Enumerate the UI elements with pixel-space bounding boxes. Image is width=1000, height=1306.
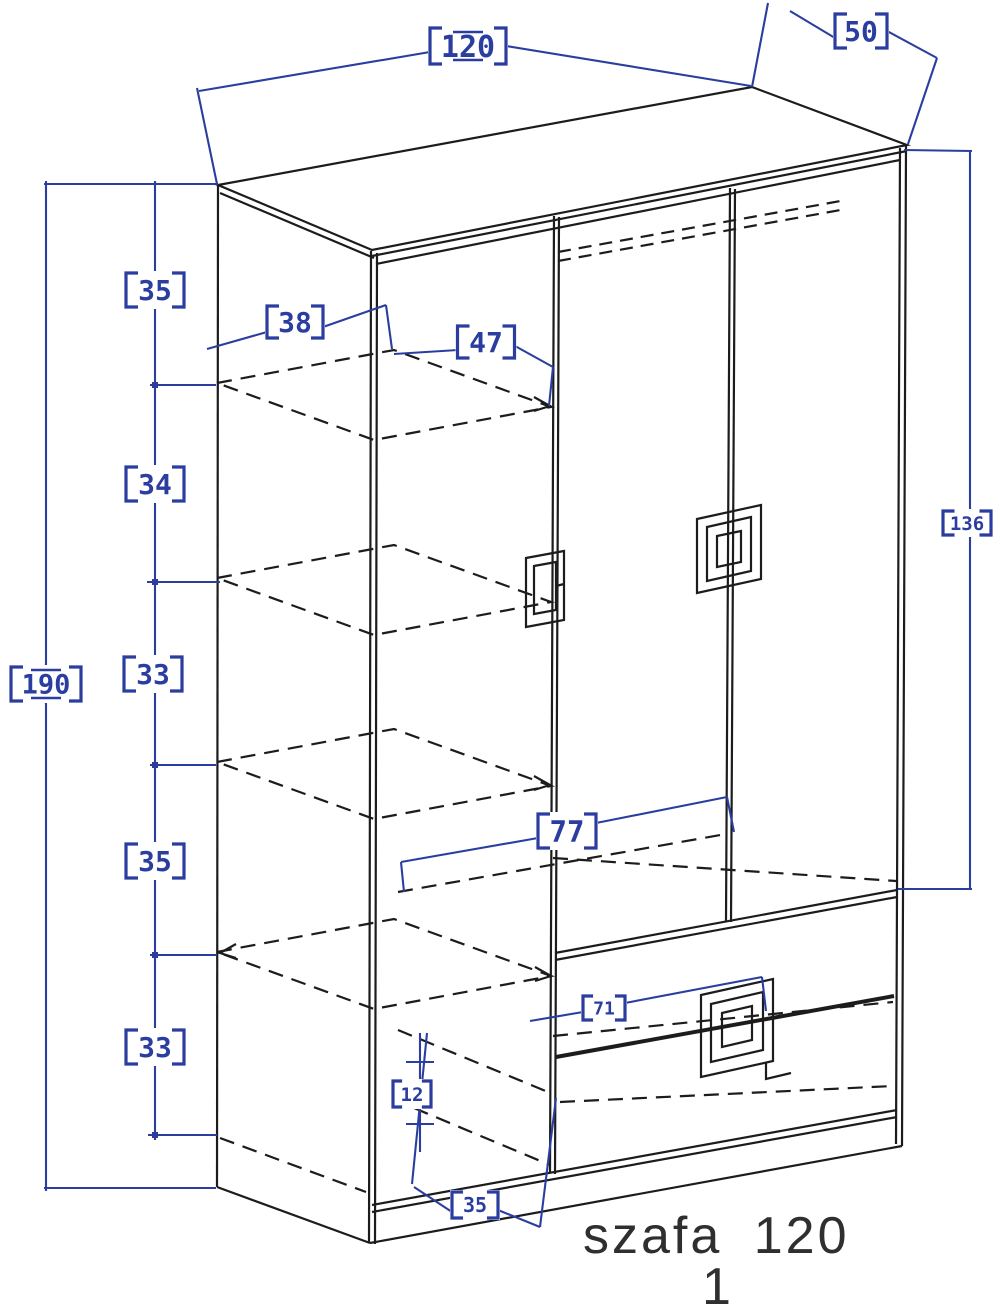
dimension-value-section-33-mid: 33 (136, 658, 170, 691)
dimension-value-shelf-depth-38: 38 (278, 306, 312, 339)
dimension-label-drawer-12: 12 (391, 1079, 433, 1109)
top-face-outline (214, 85, 912, 252)
dimension-label-section-33-mid: 33 (122, 655, 184, 693)
left-door-handle (524, 549, 566, 629)
chain-tick-dots (152, 382, 158, 1138)
drawer-71-leaders (529, 975, 768, 1023)
side-bottom-edge (216, 1185, 371, 1245)
shelf-1-hidden (212, 348, 556, 442)
dimension-label-opening-77: 77 (536, 812, 598, 850)
dimension-label-overall-width: 120 (428, 26, 508, 66)
dimension-value-overall-depth: 50 (844, 15, 878, 48)
left-chain-connectors (44, 182, 220, 1190)
dimension-value-overall-width: 120 (441, 30, 495, 65)
bottom-hidden-edges (219, 832, 897, 1194)
dimension-label-shelf-depth-38: 38 (265, 304, 325, 340)
dimension-value-section-34: 34 (138, 468, 172, 501)
handles (524, 503, 792, 1081)
top-front-edge-inner (371, 149, 908, 258)
dimension-value-overall-height: 190 (22, 670, 71, 701)
dimension-label-section-35-top: 35 (124, 271, 186, 309)
right-front-edge (894, 145, 908, 1147)
drawer-handle (699, 977, 792, 1081)
hidden-line-arrowheads (217, 396, 554, 983)
left-back-edge (215, 184, 220, 1188)
opening-77-leaders (399, 795, 736, 893)
shelf-above-drawer (554, 888, 898, 962)
side-top-edge-inner (219, 191, 375, 260)
dimension-value-drawer-71: 71 (593, 998, 615, 1019)
drawing-title: szafa 120 (583, 1207, 850, 1265)
dimension-value-drawer-12: 12 (401, 1084, 424, 1106)
dimension-value-interior-136: 136 (950, 513, 984, 535)
dimension-value-section-33-low: 33 (138, 1031, 172, 1064)
dimension-label-bottom-35: 35 (450, 1190, 500, 1220)
dimension-labels: 120 50 35 38 47 34 33 190 35 33 136 77 71 12 35 (9, 12, 993, 1220)
dimension-label-section-33-low: 33 (124, 1028, 186, 1066)
width-120-leaders (195, 2, 770, 185)
shelf-47-leaders (393, 345, 555, 407)
dimension-label-interior-136: 136 (941, 509, 993, 537)
hanging-rail-hidden (557, 198, 847, 263)
dimension-label-section-35-low: 35 (124, 842, 186, 880)
side-front-edge (367, 250, 379, 1245)
bottom-35-leaders (413, 1097, 558, 1228)
shelf-38-leaders (206, 304, 394, 351)
dimension-value-section-35-low: 35 (138, 845, 172, 878)
dimension-label-overall-depth: 50 (833, 12, 889, 50)
depth-50-leaders (789, 10, 938, 145)
dimension-label-section-34: 34 (124, 465, 186, 503)
floor-edge (369, 1144, 903, 1245)
dimension-value-section-35-top: 35 (138, 274, 172, 307)
doors-top-edge (375, 158, 901, 266)
dimension-label-overall-height: 190 (9, 665, 83, 703)
dimension-value-bottom-35: 35 (463, 1193, 487, 1217)
dimension-label-shelf-width-47: 47 (455, 324, 517, 360)
dimension-value-shelf-width-47: 47 (469, 326, 503, 359)
shelf-2-hidden (212, 543, 556, 637)
cabinet-outline (214, 85, 912, 1245)
door-gap-left (548, 215, 561, 1175)
dimension-value-opening-77: 77 (550, 814, 585, 848)
shelf-4-hidden (212, 917, 556, 1011)
sheet-number: 1 (702, 1258, 734, 1306)
drawer-top-edge (555, 994, 895, 1059)
dimension-label-drawer-71: 71 (581, 994, 627, 1022)
shelf-3-hidden (212, 727, 556, 821)
right-door-handle (695, 503, 763, 595)
